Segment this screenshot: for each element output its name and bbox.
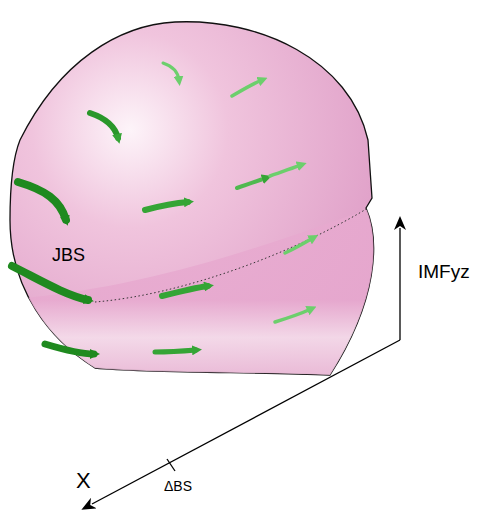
- axis-label: IMFyz: [418, 262, 470, 281]
- distance-label: ΔBS: [164, 479, 192, 493]
- bow-shock-surface: [10, 22, 374, 375]
- current-label: JBS: [52, 246, 85, 264]
- current-arrows: [12, 63, 313, 354]
- axes: [92, 228, 400, 504]
- axis-label: X: [76, 470, 91, 492]
